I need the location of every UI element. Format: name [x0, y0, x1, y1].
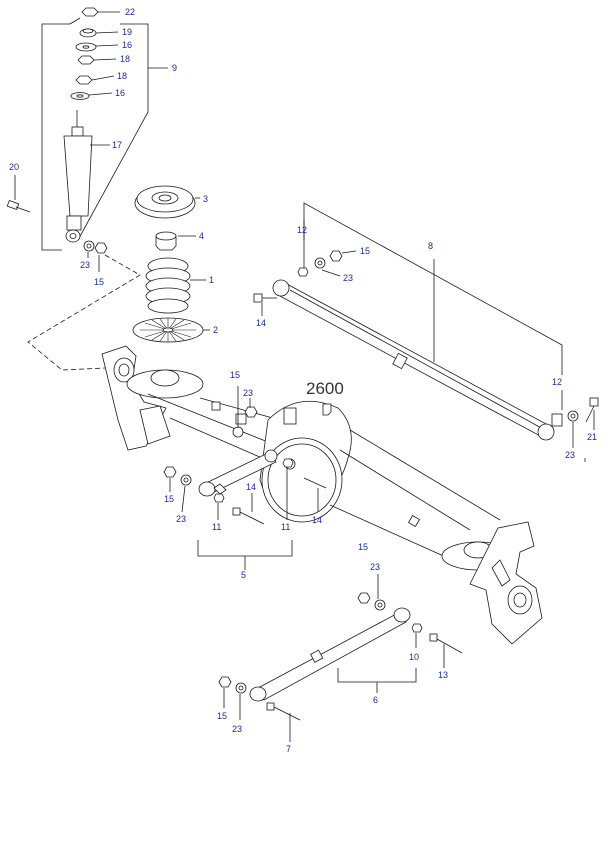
bolt-14b — [232, 493, 265, 525]
nut-15f — [218, 676, 232, 688]
callout-23: 23 — [232, 724, 242, 734]
callout-23: 23 — [565, 450, 575, 460]
reference-label: 2600 — [306, 379, 344, 398]
bushing-10 — [411, 623, 423, 633]
callout-20: 20 — [9, 162, 19, 172]
callout-8: 8 — [428, 241, 433, 251]
lower-link-5 — [198, 449, 278, 497]
callout-13: 13 — [438, 670, 448, 680]
callout-14: 14 — [312, 515, 322, 525]
nut-15b — [329, 250, 343, 262]
callout-23: 23 — [176, 514, 186, 524]
washer-23e — [232, 426, 244, 438]
callout-3: 3 — [203, 194, 208, 204]
bolt-21 — [585, 397, 599, 430]
callout-bracket-9 — [41, 17, 168, 251]
callout-12: 12 — [297, 225, 307, 235]
bolt-14a — [253, 293, 277, 316]
nut-15d — [244, 406, 258, 418]
callout-23: 23 — [243, 388, 253, 398]
bushing-12b — [551, 413, 563, 427]
callout-15: 15 — [230, 370, 240, 380]
bushing-11a — [213, 493, 225, 503]
nut-18b — [75, 75, 93, 85]
dashed-lead-line — [27, 254, 141, 371]
callout-22: 22 — [125, 7, 135, 17]
spring-seat-3 — [134, 185, 200, 219]
callout-21: 21 — [587, 432, 597, 442]
callout-14: 14 — [246, 482, 256, 492]
coil-spring-1 — [145, 257, 206, 314]
shock-absorber-17 — [63, 110, 110, 243]
reference-2600: 2600 — [306, 379, 344, 416]
nut-15c — [163, 466, 177, 478]
callout-bracket-6 — [337, 668, 417, 683]
callout-23: 23 — [80, 260, 90, 270]
callout-11: 11 — [212, 522, 221, 532]
bump-stopper-4 — [155, 231, 196, 251]
bushing-12a — [297, 267, 309, 277]
top-hardware-stack — [70, 7, 120, 100]
callout-23: 23 — [343, 273, 353, 283]
callout-11: 11 — [281, 522, 290, 532]
callout-12: 12 — [552, 377, 562, 387]
nut-15e — [357, 592, 371, 604]
bushing-11b — [282, 458, 294, 468]
bolt-20 — [6, 175, 31, 213]
callout-1: 1 — [209, 275, 214, 285]
upper-control-arm-8 — [272, 279, 555, 441]
callout-bracket-5 — [197, 540, 293, 557]
callout-16: 16 — [122, 40, 132, 50]
callout-16: 16 — [115, 88, 125, 98]
axle-housing — [101, 345, 543, 645]
bolt-13 — [429, 633, 463, 668]
callout-15: 15 — [217, 711, 227, 721]
callout-15: 15 — [94, 277, 104, 287]
nut-22 — [81, 7, 99, 17]
callout-15: 15 — [360, 246, 370, 256]
lower-link-6 — [249, 607, 411, 702]
callout-19: 19 — [122, 27, 132, 37]
callout-4: 4 — [199, 231, 204, 241]
callout-23: 23 — [370, 562, 380, 572]
callout-2: 2 — [213, 325, 218, 335]
callout-9: 9 — [172, 63, 177, 73]
callout-bracket-8-12 — [303, 202, 563, 410]
callout-6: 6 — [373, 695, 378, 705]
bolt-7 — [266, 702, 301, 742]
spring-pad-2 — [132, 317, 210, 343]
callout-5: 5 — [241, 570, 246, 580]
callout-7: 7 — [286, 744, 291, 754]
callout-15: 15 — [358, 542, 368, 552]
nut-18a — [77, 55, 95, 65]
callout-10: 10 — [409, 652, 419, 662]
callout-numbers: 22 19 16 18 18 16 9 17 20 23 15 3 4 1 2 … — [9, 7, 597, 754]
callout-18: 18 — [117, 71, 127, 81]
nut-15a — [94, 242, 108, 254]
callout-17: 17 — [112, 140, 122, 150]
callout-18: 18 — [120, 54, 130, 64]
callout-14: 14 — [256, 318, 266, 328]
callout-15: 15 — [164, 494, 174, 504]
